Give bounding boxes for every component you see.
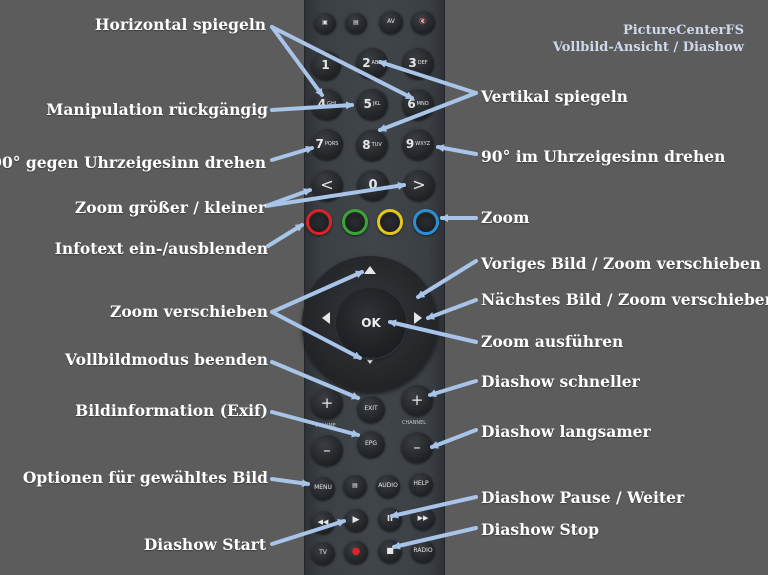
label-rotate-cw: 90° im Uhrzeigesinn drehen xyxy=(481,147,726,166)
label-zoom: Zoom xyxy=(481,208,530,227)
label-undo: Manipulation rückgängig xyxy=(46,100,268,119)
channel-minus-button[interactable]: – xyxy=(401,431,433,463)
arrow-horizontal-flip-6 xyxy=(270,25,414,100)
arrow-next-image xyxy=(426,298,478,320)
dpad-up-icon[interactable] xyxy=(364,266,376,274)
arrow-slideshow-faster xyxy=(428,379,478,398)
dpad-right-icon[interactable] xyxy=(414,312,422,324)
label-vertical-flip: Vertikal spiegeln xyxy=(481,87,628,106)
screen-button[interactable]: ▣ xyxy=(314,12,336,34)
arrow-rotate-cw xyxy=(436,144,478,156)
arrow-zoom-move-down xyxy=(270,310,362,360)
label-prev-image: Voriges Bild / Zoom verschieben xyxy=(481,254,761,273)
label-zoom-in-out: Zoom größer / kleiner xyxy=(74,198,266,217)
label-slideshow-start: Diashow Start xyxy=(143,535,266,554)
arrow-exit xyxy=(270,360,360,400)
label-horizontal-flip: Horizontal spiegeln xyxy=(94,15,266,34)
record-button[interactable]: ● xyxy=(344,540,368,564)
label-zoom-execute: Zoom ausführen xyxy=(481,332,624,351)
help-button[interactable]: HELP xyxy=(409,472,433,496)
mute-button[interactable]: 🔇 xyxy=(411,10,435,34)
arrow-vertical-flip-8 xyxy=(378,91,478,132)
exit-button[interactable]: EXIT xyxy=(357,395,385,423)
label-slideshow-stop: Diashow Stop xyxy=(481,520,599,539)
label-slideshow-faster: Diashow schneller xyxy=(481,372,640,391)
arrow-zoom-next xyxy=(264,181,406,208)
volume-plus-button[interactable]: + xyxy=(311,387,343,419)
green-button[interactable] xyxy=(342,209,368,235)
arrow-zoom-execute xyxy=(388,319,478,344)
arrow-image-info xyxy=(270,410,360,438)
audio-button[interactable]: AUDIO xyxy=(376,474,400,498)
channel-label: CHANNEL xyxy=(402,420,427,426)
label-slideshow-slower: Diashow langsamer xyxy=(481,422,651,441)
text-button[interactable]: ▤ xyxy=(343,474,367,498)
arrow-infotext xyxy=(266,223,304,248)
arrow-slideshow-start xyxy=(270,519,346,546)
arrow-vertical-flip-2 xyxy=(378,60,478,95)
arrow-zoom-move-up xyxy=(270,270,364,314)
arrow-rotate-ccw xyxy=(270,145,314,162)
yellow-button[interactable] xyxy=(377,209,403,235)
epg-button[interactable]: EPG xyxy=(357,430,385,458)
arrow-prev-image xyxy=(416,259,478,299)
av-button[interactable]: AV xyxy=(379,10,403,34)
label-exit-fullscreen: Vollbildmodus beenden xyxy=(65,350,268,369)
arrow-options xyxy=(270,477,310,488)
digit-0-button[interactable]: 0 xyxy=(357,169,389,201)
blue-button[interactable] xyxy=(413,209,439,235)
arrow-slideshow-slower xyxy=(430,428,478,449)
play-button[interactable]: ▶ xyxy=(344,508,368,532)
label-zoom-move: Zoom verschieben xyxy=(110,302,268,321)
menu-button[interactable]: MENU xyxy=(311,476,335,500)
label-next-image: Nächstes Bild / Zoom verschieben xyxy=(481,290,768,309)
next-button[interactable]: > xyxy=(403,169,435,201)
arrow-slideshow-stop xyxy=(392,526,478,550)
label-slideshow-pause: Diashow Pause / Weiter xyxy=(481,488,685,507)
arrow-horizontal-flip-4 xyxy=(270,25,324,97)
header-title: PictureCenterFS xyxy=(622,23,744,38)
channel-plus-button[interactable]: + xyxy=(401,384,433,416)
label-options: Optionen für gewähltes Bild xyxy=(22,468,268,487)
tv-button[interactable]: TV xyxy=(311,541,335,565)
dpad-down-icon[interactable] xyxy=(364,356,376,364)
volume-minus-button[interactable]: – xyxy=(311,434,343,466)
red-button[interactable] xyxy=(306,209,332,235)
arrow-undo xyxy=(270,101,354,112)
label-image-info: Bildinformation (Exif) xyxy=(75,401,268,420)
teletext-button[interactable]: ▤ xyxy=(345,12,367,34)
dpad-left-icon[interactable] xyxy=(322,312,330,324)
header-subtitle: Vollbild-Ansicht / Diashow xyxy=(552,40,744,55)
label-rotate-ccw: 90° gegen Uhrzeigesinn drehen xyxy=(0,153,266,172)
label-infotext: Infotext ein-/ausblenden xyxy=(54,239,268,258)
arrow-slideshow-pause xyxy=(390,495,478,519)
